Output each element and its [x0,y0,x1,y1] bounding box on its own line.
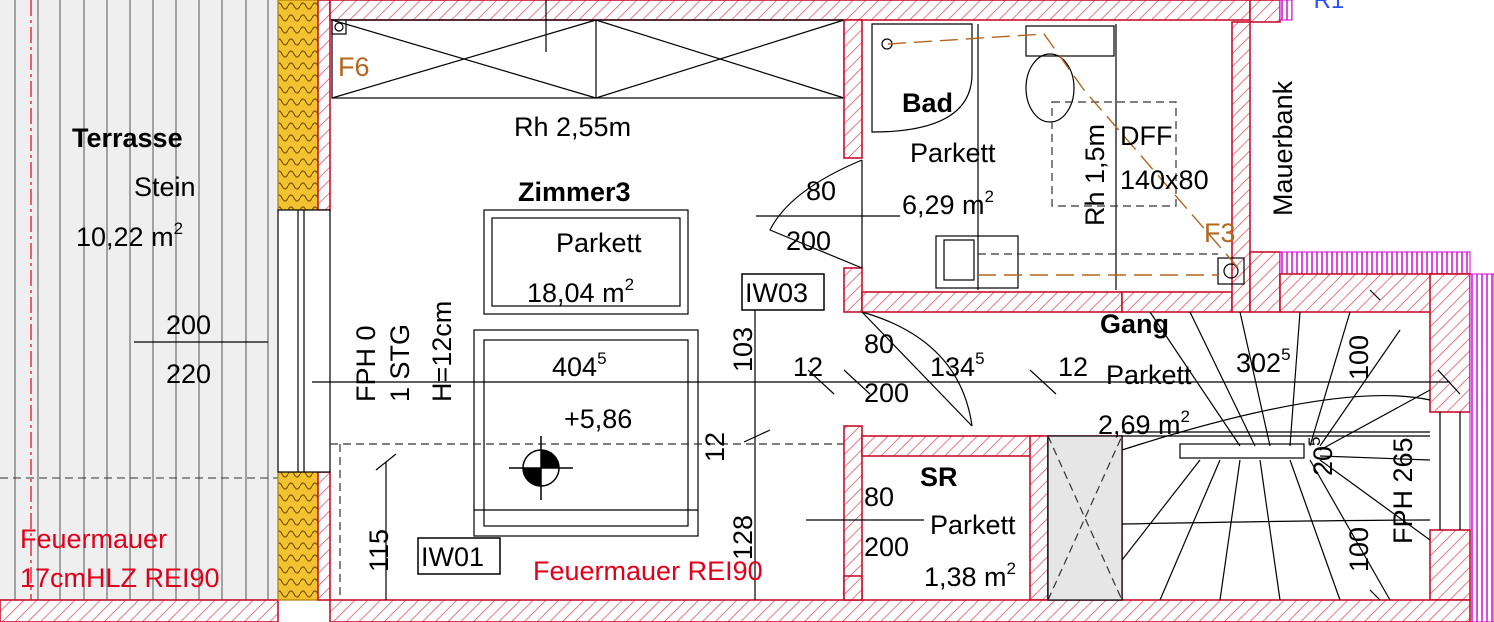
bad-area: 6,29 m2 [902,187,994,220]
terrasse-floor: Stein [134,172,196,202]
staircase [1047,311,1461,601]
fph-left-1: FPH 0 [351,325,381,402]
dim-128: 128 [728,515,758,560]
gang-name: Gang [1100,309,1169,339]
zimmer-furniture [473,209,699,537]
feuermauer-bottom: Feuermauer REI90 [533,556,763,586]
dim-115: 115 [364,529,394,572]
zimmer-height: Rh 2,55m [514,112,631,142]
zimmer-skylight [331,0,845,99]
tag-f6: F6 [338,52,370,82]
fph-right: FPH 265 [1388,437,1418,544]
sr-area: 1,38 m2 [924,559,1016,592]
dim-134: 1345 [930,349,985,382]
bad-fixtures [871,23,1245,290]
tag-boxes [417,273,825,575]
sr-name: SR [920,462,958,492]
mauerbank-label: Mauerbank [1268,80,1298,216]
fph-left-2: 1 STG [385,324,415,402]
door-bad-h: 200 [786,226,831,256]
terrasse-area-text: 10,22 m2 [76,219,183,252]
tag-iw03: IW03 [745,278,808,308]
dim-level: +5,86 [564,404,632,434]
dim-12b: 12 [700,432,730,462]
zimmer-name: Zimmer3 [518,177,631,207]
dim-302: 3025 [1236,345,1291,378]
corner-text: °R1 [1304,0,1344,14]
window-width: 200 [166,310,211,340]
dim-100a: 100 [1344,335,1374,380]
door-zimmer-h: 200 [864,378,909,408]
fph-left-3: H=12cm [427,301,457,402]
terrasse-name: Terrasse [72,123,183,153]
window-height: 220 [166,359,211,389]
bad-skylight [887,33,1241,276]
level-marker [509,436,573,500]
skylight-size: 140x80 [1120,165,1209,195]
skylight-label: DFF [1120,121,1172,151]
dim-100b: 100 [1344,527,1374,572]
tag-iw01: IW01 [421,542,484,572]
door-bad-w: 80 [806,176,836,206]
dim-zimmer-width: 4045 [552,349,607,382]
terrasse-area [0,0,279,622]
sr-floor: Parkett [930,510,1016,540]
top-wall [329,0,1281,35]
feuermauer-left-2: 17cmHLZ REI90 [20,563,220,593]
bad-floor: Parkett [910,138,996,168]
tag-f3: F3 [1204,218,1236,248]
bad-name: Bad [902,88,953,118]
dim-12a: 12 [793,352,823,382]
dimension-lines [134,215,1461,601]
dim-12c: 12 [1058,352,1088,382]
door-zimmer-w: 80 [864,329,894,359]
skylight-rh: Rh 1,5m [1080,124,1110,226]
gang-area: 2,69 m2 [1098,407,1190,440]
door-sr-h: 200 [864,532,909,562]
gang-floor: Parkett [1106,360,1192,390]
feuermauer-left-1: Feuermauer [20,524,167,554]
door-swings [769,159,973,427]
zimmer-area: 18,04 m2 [527,275,634,308]
zimmer-floor: Parkett [556,228,642,258]
exterior-wall-left [277,0,331,601]
dim-103: 103 [728,327,758,372]
dim-20: 205 [1305,436,1338,476]
door-sr-w: 80 [864,482,894,512]
